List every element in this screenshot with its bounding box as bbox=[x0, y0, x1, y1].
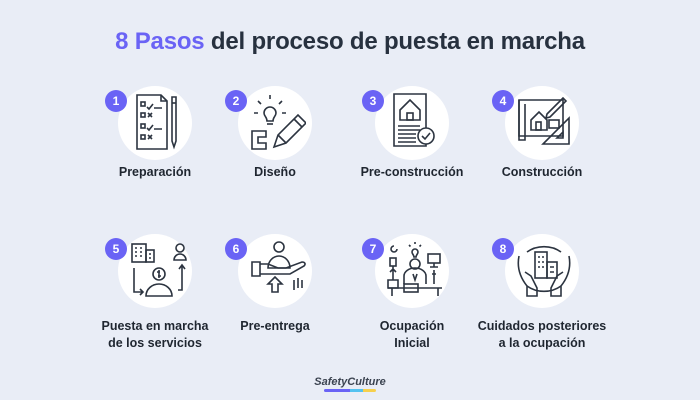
step-number-badge: 3 bbox=[362, 90, 384, 112]
step-circle bbox=[238, 86, 312, 160]
step-circle bbox=[375, 234, 449, 308]
title-rest: del proceso de puesta en marcha bbox=[204, 28, 585, 55]
step-number-badge: 7 bbox=[362, 238, 384, 260]
step-number-badge: 5 bbox=[105, 238, 127, 260]
step-label: Puesta en marcha de los servicios bbox=[80, 318, 230, 352]
step-label: Diseño bbox=[254, 165, 296, 179]
blueprint-house-ruler-icon bbox=[518, 96, 570, 145]
brand-color-bar bbox=[324, 389, 376, 392]
step-label-line-1: Puesta en marcha bbox=[101, 319, 209, 333]
step-label: Pre-entrega bbox=[240, 319, 310, 333]
step-label-line-2: a la ocupación bbox=[498, 336, 586, 350]
house-document-check-icon bbox=[393, 93, 435, 147]
step-label: Ocupación Inicial bbox=[337, 318, 487, 352]
lightbulb-pencil-icon bbox=[251, 95, 306, 150]
checklist-pencil-icon bbox=[136, 94, 177, 150]
step-label-line-2: de los servicios bbox=[108, 336, 202, 350]
step-label: Construcción bbox=[501, 165, 583, 179]
page-title: 8 Pasos del proceso de puesta en marcha bbox=[0, 28, 700, 56]
brand-name: SafetyCulture bbox=[314, 376, 386, 388]
hands-buildings-icon bbox=[517, 245, 571, 297]
step-number-badge: 4 bbox=[492, 90, 514, 112]
step-label: Preparación bbox=[118, 165, 192, 179]
step-circle bbox=[238, 234, 312, 308]
building-money-person-icon bbox=[131, 243, 187, 297]
step-circle bbox=[118, 86, 192, 160]
step-number-badge: 6 bbox=[225, 238, 247, 260]
step-label-line-1: Cuidados posteriores bbox=[477, 319, 607, 333]
title-accent: 8 Pasos bbox=[115, 28, 205, 55]
step-number-badge: 2 bbox=[225, 90, 247, 112]
step-label-line-1: Ocupación bbox=[379, 319, 445, 333]
hand-person-upload-icon bbox=[251, 241, 306, 293]
step-number-badge: 1 bbox=[105, 90, 127, 112]
brand-logo: SafetyCulture bbox=[0, 376, 700, 392]
step-label: Cuidados posteriores a la ocupación bbox=[467, 318, 617, 352]
step-number-badge: 8 bbox=[492, 238, 514, 260]
step-label-line-2: Inicial bbox=[394, 336, 430, 350]
step-circle bbox=[505, 86, 579, 160]
step-label: Pre-construcción bbox=[360, 165, 464, 179]
step-circle bbox=[375, 86, 449, 160]
person-desk-office-icon bbox=[387, 242, 442, 296]
